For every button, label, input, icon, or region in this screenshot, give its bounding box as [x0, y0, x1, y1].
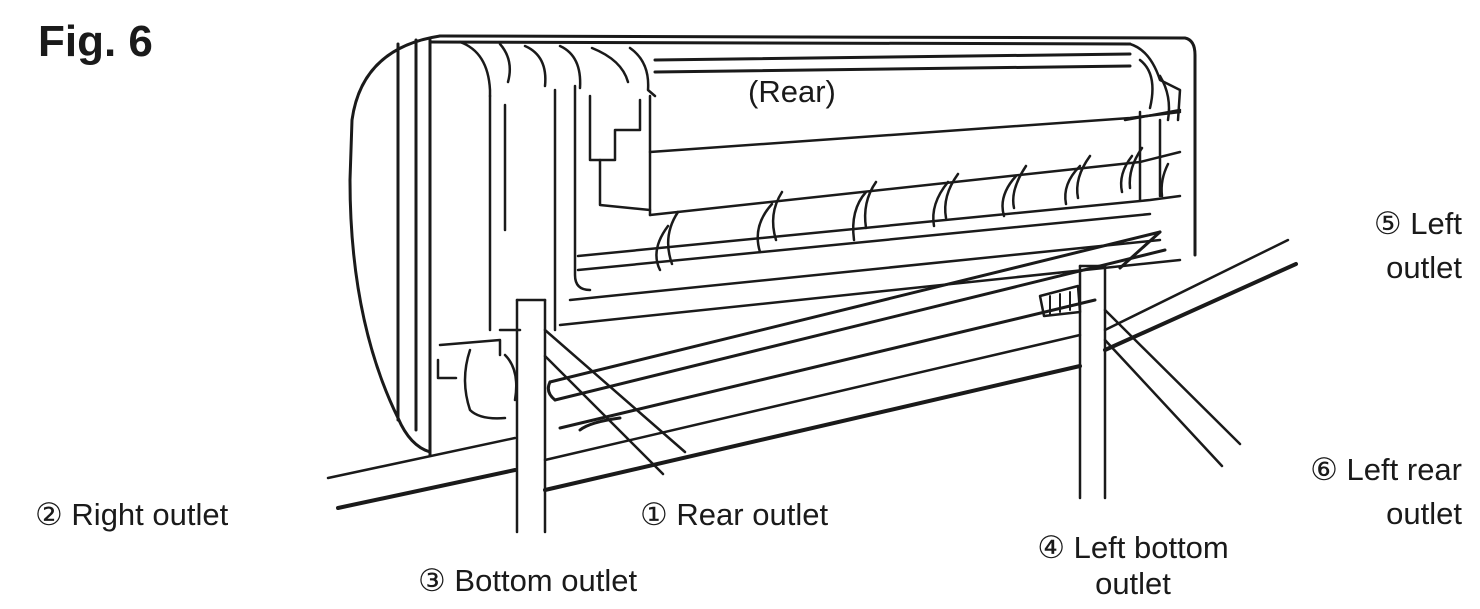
label-left-outlet: ⑤ Left outlet: [1250, 206, 1462, 286]
outlet-name: Rear outlet: [676, 497, 829, 532]
label-left-bottom-outlet: ④ Left bottom outlet: [998, 530, 1268, 602]
outlet-name: Left bottom: [1073, 530, 1229, 565]
outlet-guides: [515, 264, 1242, 534]
outlet-name: Bottom outlet: [454, 563, 638, 598]
outlet-name: Left: [1410, 206, 1462, 241]
label-right-outlet: ② Right outlet: [35, 497, 228, 533]
outlet-number: ①: [640, 497, 668, 532]
outlet-number: ②: [35, 497, 63, 532]
outlet-number: ⑤: [1373, 206, 1402, 241]
drain-tray: [546, 230, 1167, 432]
right-side-fitting: [436, 328, 522, 420]
rear-panel: [488, 84, 1182, 332]
indoor-unit-body: [348, 34, 1197, 457]
louvres: [655, 146, 1170, 272]
outlet-number: ⑥: [1310, 452, 1338, 487]
outlet-name-line2: outlet: [1386, 496, 1462, 531]
outlet-name-line2: outlet: [1386, 250, 1462, 285]
outlet-number: ④: [1037, 530, 1066, 565]
label-bottom-outlet: ③ Bottom outlet: [418, 563, 637, 599]
wall-lines: [326, 238, 1298, 510]
outlet-name: Left rear: [1346, 452, 1462, 487]
rear-view-label: (Rear): [748, 74, 836, 109]
figure-title: Fig. 6: [38, 17, 153, 66]
outlet-number: ③: [418, 563, 446, 598]
top-clips: [458, 40, 1182, 122]
label-left-rear-outlet: ⑥ Left rear outlet: [1230, 452, 1462, 532]
outlet-name-line2: outlet: [1095, 566, 1171, 601]
outlet-name: Right outlet: [71, 497, 229, 532]
label-rear-outlet: ① Rear outlet: [640, 497, 828, 533]
